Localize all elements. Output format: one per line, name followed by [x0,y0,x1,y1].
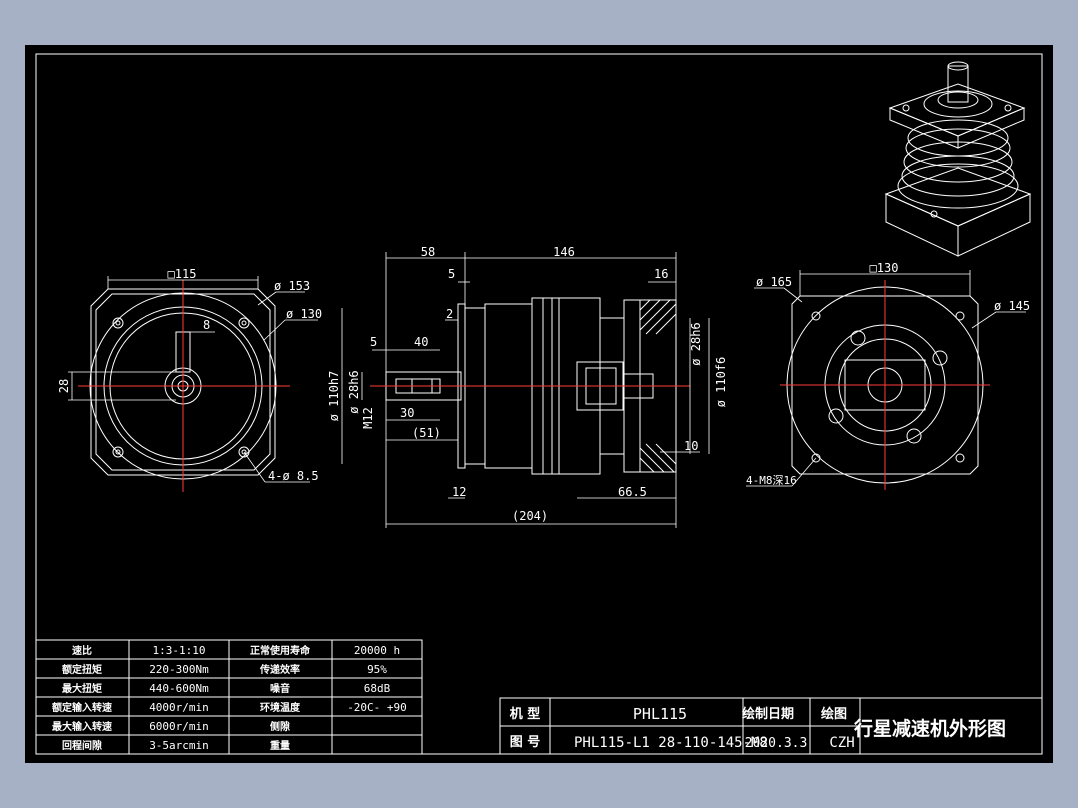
spec-cell: 回程间隙 [62,739,102,752]
spec-cell: 4000r/min [149,701,209,714]
front-key-dim: 8 [203,318,210,332]
spec-cell: 最大扭矩 [62,682,102,695]
front-d130-dim: ø 130 [286,307,322,321]
side-d110h7: ø 110h7 [327,371,341,422]
spec-cell: 额定扭矩 [62,663,102,676]
drawer-label: 绘图 [821,706,847,722]
rear-square-dim: □130 [870,261,899,275]
model-value: PHL115 [633,705,687,723]
spec-cell: 噪音 [270,682,290,695]
side-d40: 40 [414,335,428,349]
drawing-no-value: PHL115-L1 28-110-145-M8 [574,735,768,751]
rear-view: □130 ø 165 ø 145 4-M8深16 [746,261,1030,490]
title-block: 机 型 PHL115 图 号 PHL115-L1 28-110-145-M8 绘… [499,697,1043,755]
side-d110f6: ø 110f6 [714,357,728,408]
front-d153-dim: ø 153 [274,279,310,293]
spec-cell: 传递效率 [259,663,300,676]
side-d146: 146 [553,245,575,259]
side-d28h6b: ø 28h6 [689,322,703,365]
spec-cell: 95% [367,663,387,676]
side-d28h6: ø 28h6 [347,370,361,413]
spec-cell: 最大输入转速 [52,720,112,733]
front-holes-dim: 4-ø 8.5 [268,469,319,483]
side-d51: (51) [412,426,441,440]
side-d10: 10 [684,439,698,453]
spec-cell: 额定输入转速 [52,701,112,714]
spec-cell: 重量 [270,739,290,752]
drawing-sheet [25,45,1053,763]
date-label: 绘制日期 [742,706,794,722]
side-d204: (204) [512,509,548,523]
side-d58: 58 [421,245,435,259]
spec-cells: 速比 1:3-1:10 正常使用寿命 20000 h 额定扭矩 220-300Nm 传递效率… [52,644,407,752]
model-label: 机 型 [510,706,541,722]
front-view: □115 ø 153 ø 130 8 28 4-ø 8.5 [57,267,322,492]
iso-view [884,61,1032,257]
front-shaft-dim: 28 [57,379,71,393]
rear-d145-dim: ø 145 [994,299,1030,313]
spec-table [35,639,423,755]
date-value: 2020.3.3 [745,736,808,751]
spec-cell: 220-300Nm [149,663,209,676]
side-d2: 2 [446,307,453,321]
side-d16: 16 [654,267,668,281]
side-d12: 12 [452,485,466,499]
side-d66: 66.5 [618,485,647,499]
spec-cell: 440-600Nm [149,682,209,695]
side-m12: M12 [361,407,375,429]
spec-cell: 正常使用寿命 [250,644,311,657]
side-d5b: 5 [370,335,377,349]
spec-cell: -20C- +90 [347,701,407,714]
spec-cell: 环境温度 [260,701,301,714]
side-d5a: 5 [448,267,455,281]
rear-holes-dim: 4-M8深16 [746,474,797,487]
drawing-title: 行星减速机外形图 [853,717,1006,740]
spec-cell: 20000 h [354,644,400,657]
rear-d165-dim: ø 165 [756,275,792,289]
spec-cell: 3-5arcmin [149,739,209,752]
side-d30: 30 [400,406,414,420]
front-square-dim: □115 [168,267,197,281]
drawer-value: CZH [829,735,854,751]
spec-cell: 侧隙 [270,720,290,733]
drawing-no-label: 图 号 [510,735,541,750]
spec-cell: 6000r/min [149,720,209,733]
side-view: 58 146 5 16 2 5 40 30 (51) ø 110h7 ø 28h… [327,245,728,528]
spec-cell: 1:3-1:10 [153,644,206,657]
spec-cell: 速比 [72,644,92,657]
spec-cell: 68dB [364,682,391,695]
